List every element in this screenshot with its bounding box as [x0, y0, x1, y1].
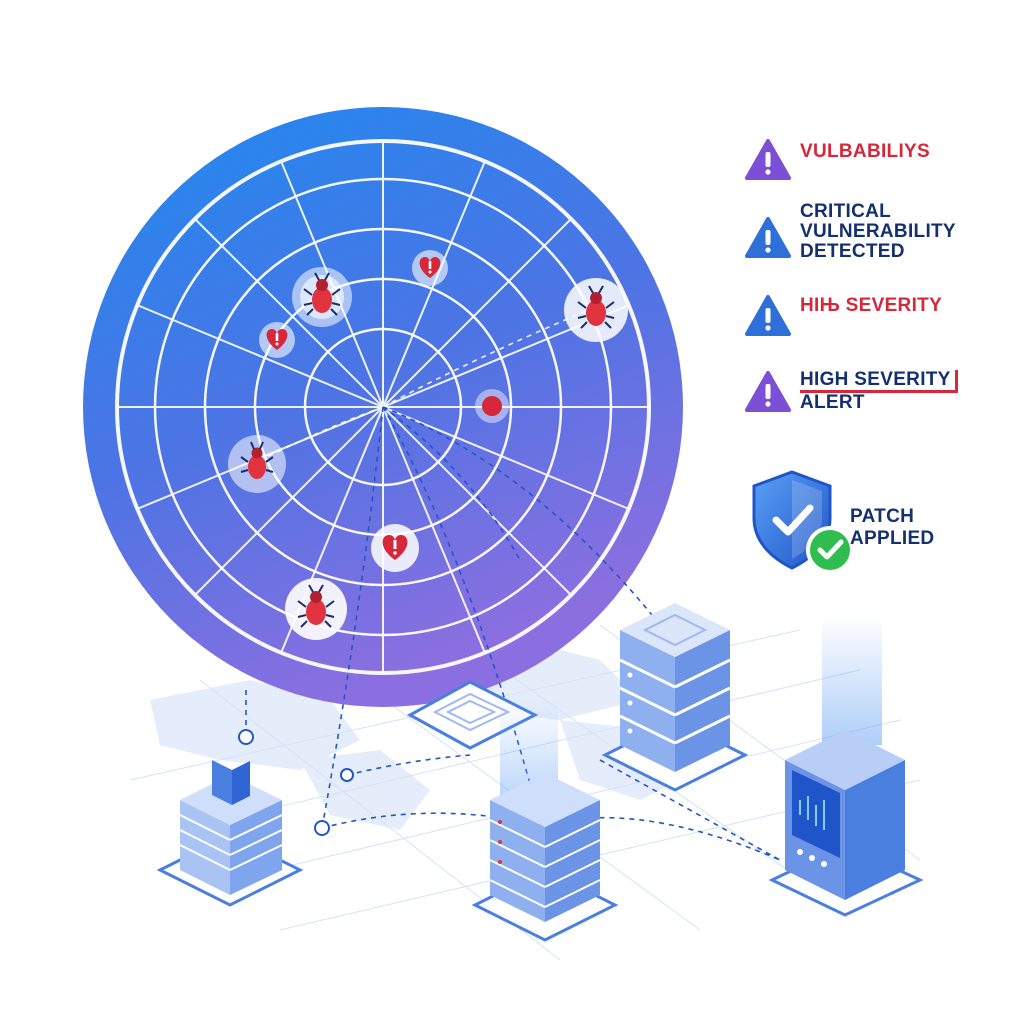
heart-alert-icon — [371, 524, 419, 572]
server-stack — [471, 700, 619, 942]
monitoring-terminal — [768, 615, 924, 917]
heart-alert-icon — [259, 322, 295, 358]
bug-icon — [292, 267, 352, 327]
bug-icon — [228, 435, 286, 493]
bug-icon — [564, 278, 628, 342]
server-stack — [156, 760, 304, 907]
bug-icon — [285, 578, 347, 640]
threat-blip-icon — [475, 389, 509, 423]
heart-alert-icon — [412, 250, 448, 286]
server-stack — [601, 603, 749, 792]
